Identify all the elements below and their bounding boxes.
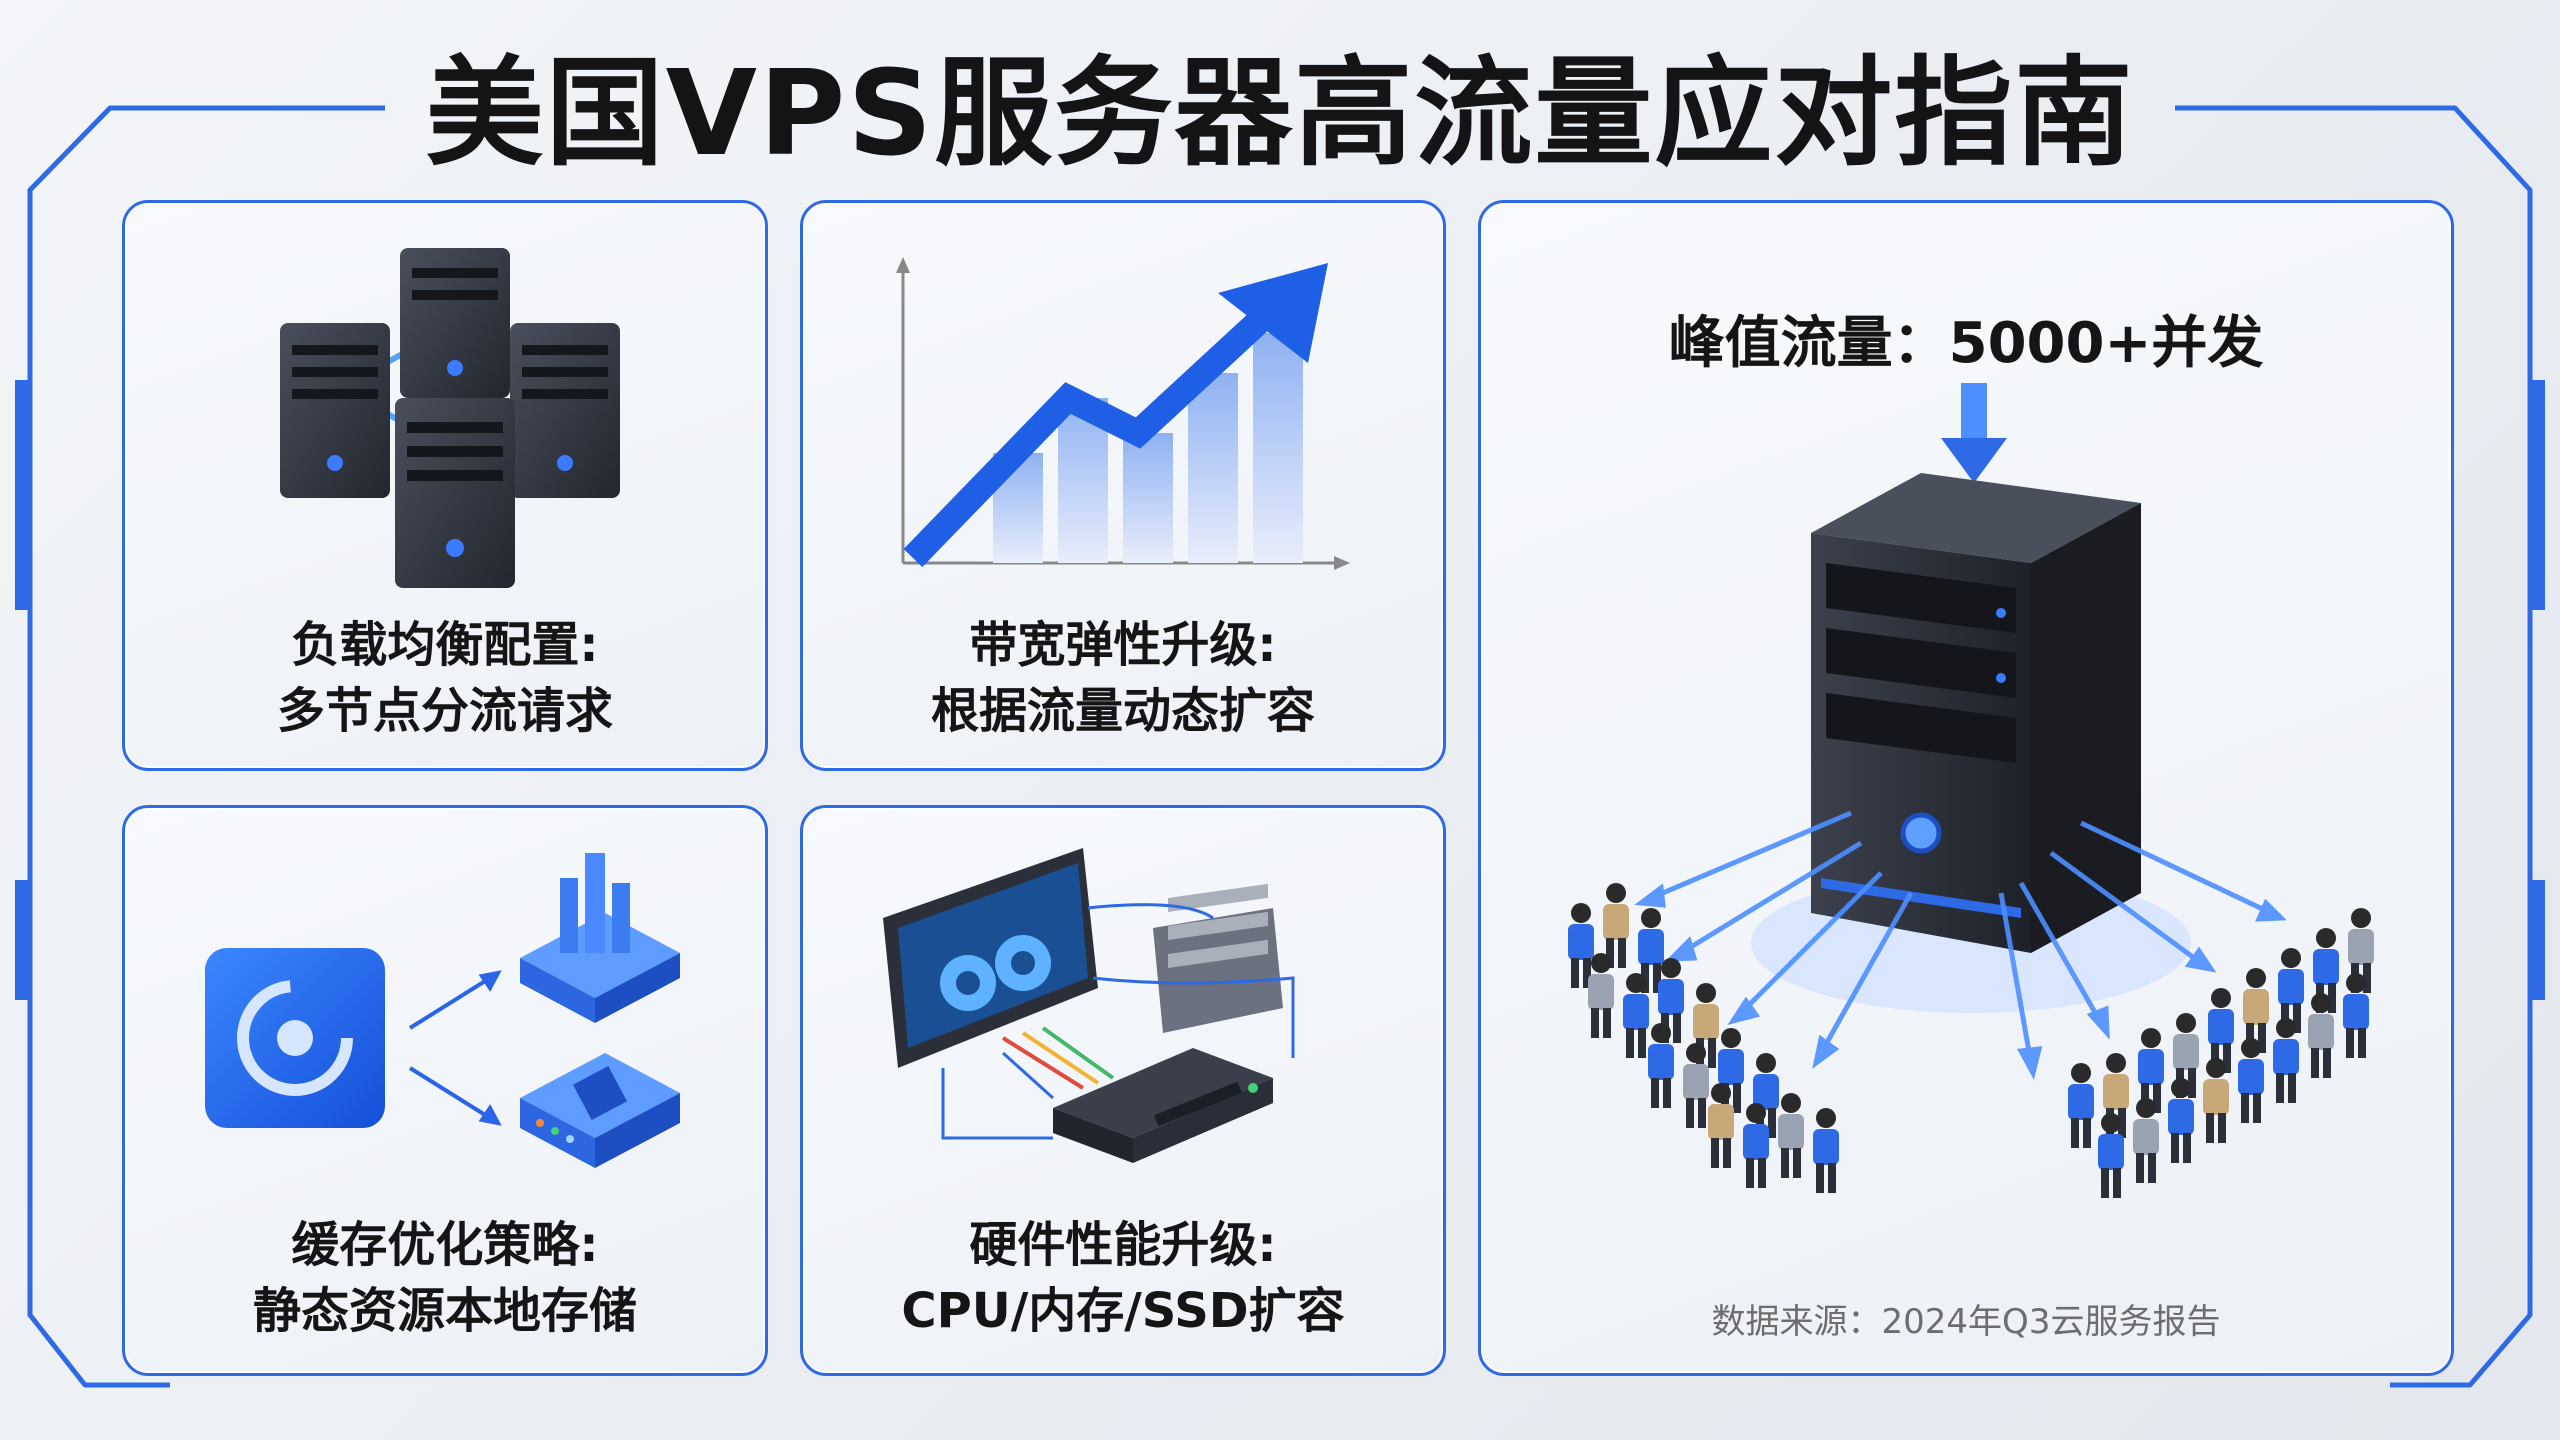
card-label-line2: CPU/内存/SSD扩容 (901, 1283, 1345, 1339)
card-label-line1: 带宽弹性升级: (969, 617, 1277, 673)
card-label-line2: 根据流量动态扩容 (930, 683, 1315, 739)
server-tower-icon (1811, 473, 2141, 953)
card-label-line1: 硬件性能升级: (969, 1217, 1277, 1273)
card-bandwidth: 带宽弹性升级: 根据流量动态扩容 (800, 200, 1446, 771)
card-hardware: 硬件性能升级: CPU/内存/SSD扩容 (800, 805, 1446, 1376)
data-source-note: 数据来源：2024年Q3云服务报告 (1711, 1302, 2221, 1342)
cache-icon (205, 853, 680, 1168)
card-label-line1: 负载均衡配置: (291, 617, 599, 673)
card-cache: 缓存优化策略: 静态资源本地存储 (122, 805, 768, 1376)
card-load-balancing: 负载均衡配置: 多节点分流请求 (122, 200, 768, 771)
card-label-line2: 静态资源本地存储 (252, 1283, 637, 1339)
server-cluster-icon (280, 248, 620, 588)
growth-chart-icon (896, 257, 1350, 570)
peak-traffic-panel: 峰值流量：5000+并发 (1478, 200, 2454, 1376)
card-label-line1: 缓存优化策略: (291, 1217, 599, 1273)
card-label-line2: 多节点分流请求 (276, 683, 613, 739)
page-title: 美国VPS服务器高流量应对指南 (425, 44, 2135, 182)
users-crowd-icon (1568, 383, 2374, 1198)
peak-traffic-label: 峰值流量：5000+并发 (1668, 311, 2264, 376)
down-arrow-icon (1941, 383, 2007, 483)
hardware-icon (883, 848, 1295, 1163)
